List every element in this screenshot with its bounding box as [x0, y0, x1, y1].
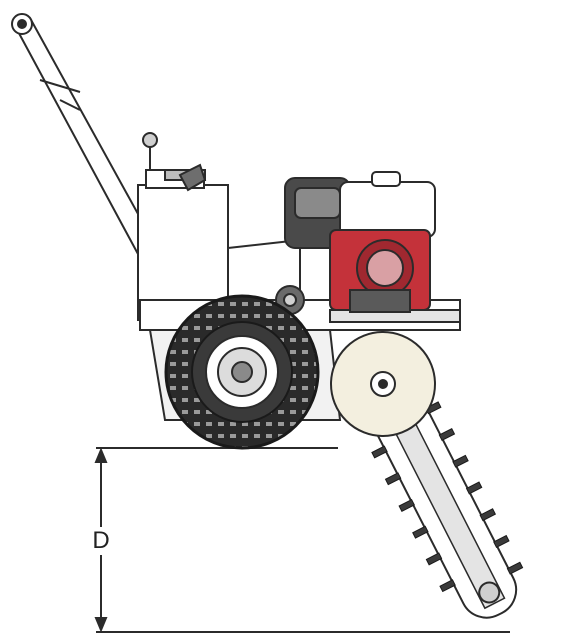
digging-boom — [357, 379, 524, 619]
depth-label: D — [86, 527, 116, 555]
engine — [275, 171, 436, 315]
drive-pulley — [330, 331, 436, 437]
control-column — [137, 132, 229, 321]
wheel — [164, 294, 320, 450]
